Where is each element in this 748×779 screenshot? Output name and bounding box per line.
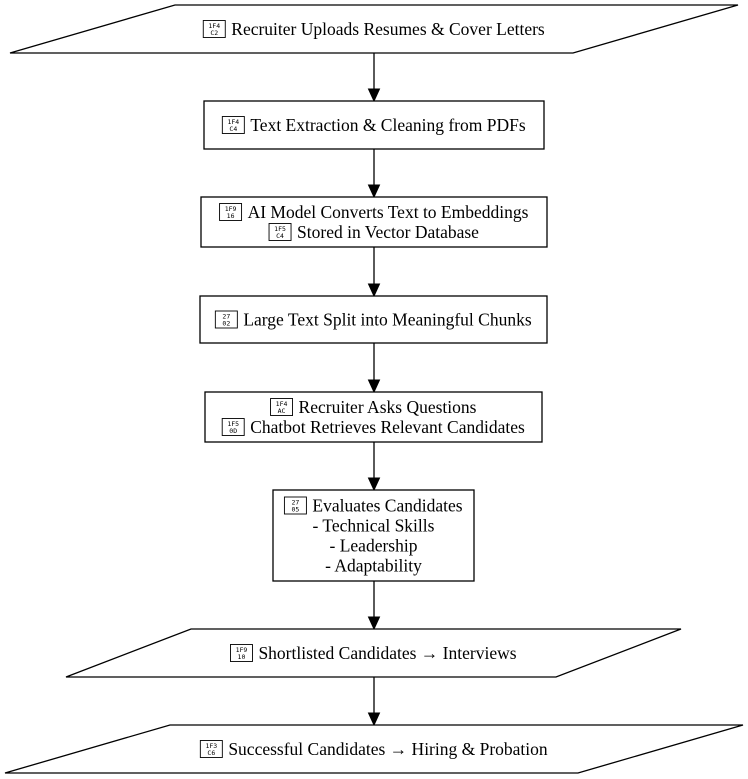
node-label: Text Extraction & Cleaning from PDFs (250, 115, 526, 135)
svg-text:AC: AC (278, 407, 286, 415)
svg-text:C2: C2 (210, 29, 218, 37)
node-line: - Leadership (330, 536, 418, 556)
svg-text:27: 27 (222, 312, 230, 320)
edge-embed-to-split (367, 247, 381, 298)
node-line: AI Model Converts Text to Embeddings 1F91… (219, 202, 529, 222)
node-line: - Technical Skills (313, 516, 435, 536)
edge-upload-to-extract (367, 53, 381, 103)
edge-shortlist-to-hire (367, 677, 381, 727)
flowchart-nodes: Recruiter Uploads Resumes & Cover Letter… (4, 4, 744, 774)
svg-text:1F9: 1F9 (236, 646, 248, 654)
arrow-head (367, 184, 381, 199)
edge-evaluate-to-shortlist (367, 581, 381, 631)
svg-text:C4: C4 (229, 125, 237, 133)
svg-text:1F4: 1F4 (227, 118, 239, 126)
svg-text:05: 05 (292, 506, 300, 514)
node-label: Recruiter Asks Questions (299, 397, 477, 417)
node-label: - Leadership (330, 536, 418, 556)
parallelogram-shape (4, 724, 744, 774)
rect-shape (203, 100, 545, 150)
svg-text:C4: C4 (276, 232, 284, 240)
node-label: Stored in Vector Database (297, 222, 479, 242)
arrow-head (367, 477, 381, 492)
node-label: - Technical Skills (313, 516, 435, 536)
arrow-head (367, 88, 381, 103)
node-line: Chatbot Retrieves Relevant Candidates 1F5… (221, 417, 525, 437)
svg-text:1F4: 1F4 (208, 22, 220, 30)
svg-text:16: 16 (227, 212, 235, 220)
svg-text:27: 27 (292, 498, 300, 506)
svg-text:1F5: 1F5 (227, 420, 239, 428)
node-line: Recruiter Uploads Resumes & Cover Letter… (202, 19, 545, 39)
svg-text:0D: 0D (229, 427, 237, 435)
node-label: Evaluates Candidates (312, 496, 462, 516)
flow-node-embed: AI Model Converts Text to Embeddings1F91… (200, 196, 548, 248)
node-label: - Adaptability (325, 556, 422, 576)
node-label: Recruiter Uploads Resumes & Cover Letter… (231, 19, 545, 39)
flow-node-extract: Text Extraction & Cleaning from PDFs 1F4C… (203, 100, 545, 150)
node-line: Text Extraction & Cleaning from PDFs 1F4C… (221, 115, 526, 135)
rect-shape (199, 295, 548, 344)
parallelogram-shape (65, 628, 682, 678)
node-line: - Adaptability (325, 556, 422, 576)
svg-text:1F3: 1F3 (205, 742, 217, 750)
parallelogram-shape (9, 4, 739, 54)
arrow-head (367, 379, 381, 394)
flowchart-edges (367, 53, 381, 727)
svg-text:02: 02 (222, 320, 230, 328)
node-label: Successful Candidates → Hiring & Probati… (228, 739, 548, 759)
flow-node-split: Large Text Split into Meaningful Chunks 2… (199, 295, 548, 344)
arrow-head (367, 283, 381, 298)
svg-text:1F9: 1F9 (225, 205, 237, 213)
node-label: Chatbot Retrieves Relevant Candidates (250, 417, 525, 437)
edge-extract-to-embed (367, 149, 381, 199)
svg-text:10: 10 (238, 653, 246, 661)
svg-text:1F5: 1F5 (274, 225, 286, 233)
edge-split-to-ask (367, 343, 381, 394)
node-label: AI Model Converts Text to Embeddings (248, 202, 529, 222)
edge-ask-to-evaluate (367, 442, 381, 492)
arrow-head (367, 712, 381, 727)
rect-shape (204, 391, 543, 443)
flow-node-upload: Recruiter Uploads Resumes & Cover Letter… (9, 4, 739, 54)
node-line: Successful Candidates → Hiring & Probati… (199, 739, 548, 759)
svg-text:1F4: 1F4 (276, 400, 288, 408)
svg-text:C6: C6 (207, 749, 215, 757)
flow-node-hire: Successful Candidates → Hiring & Probati… (4, 724, 744, 774)
node-line: Large Text Split into Meaningful Chunks 2… (214, 310, 532, 330)
node-label: Shortlisted Candidates → Interviews (258, 643, 516, 663)
arrow-head (367, 616, 381, 631)
node-label: Large Text Split into Meaningful Chunks (243, 310, 532, 330)
rect-shape (200, 196, 548, 248)
